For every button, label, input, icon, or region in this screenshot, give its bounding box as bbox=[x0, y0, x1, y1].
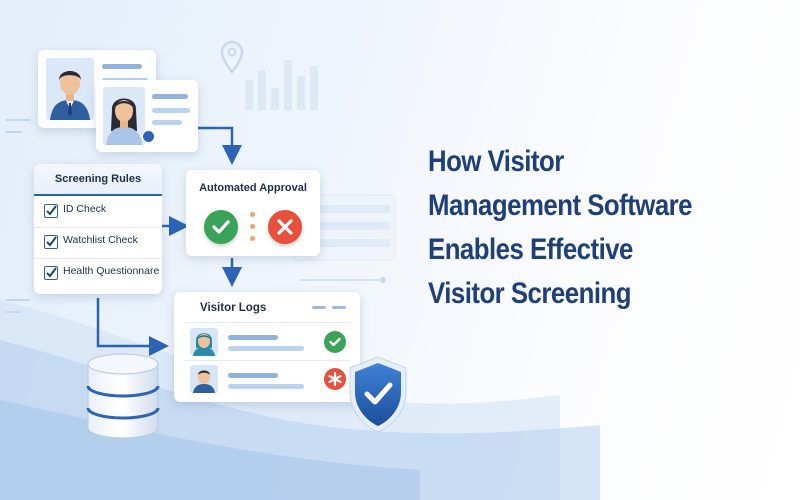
database-icon bbox=[86, 353, 160, 439]
headline-line-2: Management Software bbox=[428, 189, 693, 222]
screening-rules-title: Screening Rules bbox=[54, 173, 142, 185]
headline-line-1: How Visitor bbox=[428, 145, 564, 178]
automated-approval-title: Automated Approval bbox=[199, 182, 307, 194]
visitor-logs-title: Visitor Logs bbox=[200, 302, 267, 314]
rule-item-label: Health Questionnare bbox=[63, 265, 160, 277]
female-visitor-avatar bbox=[190, 328, 218, 356]
male-visitor-avatar bbox=[46, 58, 94, 120]
rule-item-health-questionnaire[interactable]: Health Questionnare bbox=[34, 259, 162, 289]
clock-badge-icon bbox=[142, 130, 155, 143]
checkbox-checked-icon[interactable] bbox=[44, 204, 58, 218]
table-row[interactable] bbox=[184, 326, 350, 360]
reject-x-icon[interactable] bbox=[268, 210, 302, 244]
approve-check-icon[interactable] bbox=[204, 210, 238, 244]
male-visitor-avatar bbox=[190, 365, 218, 393]
table-row[interactable] bbox=[184, 364, 350, 398]
flagged-alert-icon bbox=[324, 368, 346, 390]
security-shield-icon bbox=[349, 356, 407, 433]
divider-dots bbox=[250, 212, 256, 242]
screening-rules-card: Screening Rules ID Check Watchlist Check… bbox=[34, 164, 162, 294]
headline: How Visitor Management Software Enables … bbox=[428, 140, 788, 316]
rule-item-watchlist-check[interactable]: Watchlist Check bbox=[34, 228, 162, 258]
automated-approval-card: Automated Approval bbox=[186, 170, 320, 256]
visitor-logs-card: Visitor Logs bbox=[174, 292, 360, 402]
map-pin-icon bbox=[220, 40, 244, 74]
checkbox-checked-icon[interactable] bbox=[44, 235, 58, 249]
rule-item-label: Watchlist Check bbox=[63, 234, 138, 246]
checkbox-checked-icon[interactable] bbox=[44, 266, 58, 280]
headline-line-4: Visitor Screening bbox=[428, 277, 631, 310]
rule-item-label: ID Check bbox=[63, 203, 107, 215]
rule-item-id-check[interactable]: ID Check bbox=[34, 197, 162, 227]
headline-line-3: Enables Effective bbox=[428, 233, 633, 266]
screening-rules-header: Screening Rules bbox=[34, 164, 162, 196]
female-profile-avatar bbox=[103, 87, 145, 145]
approved-check-icon bbox=[324, 331, 346, 353]
visitor-profile-card-female bbox=[96, 80, 198, 152]
